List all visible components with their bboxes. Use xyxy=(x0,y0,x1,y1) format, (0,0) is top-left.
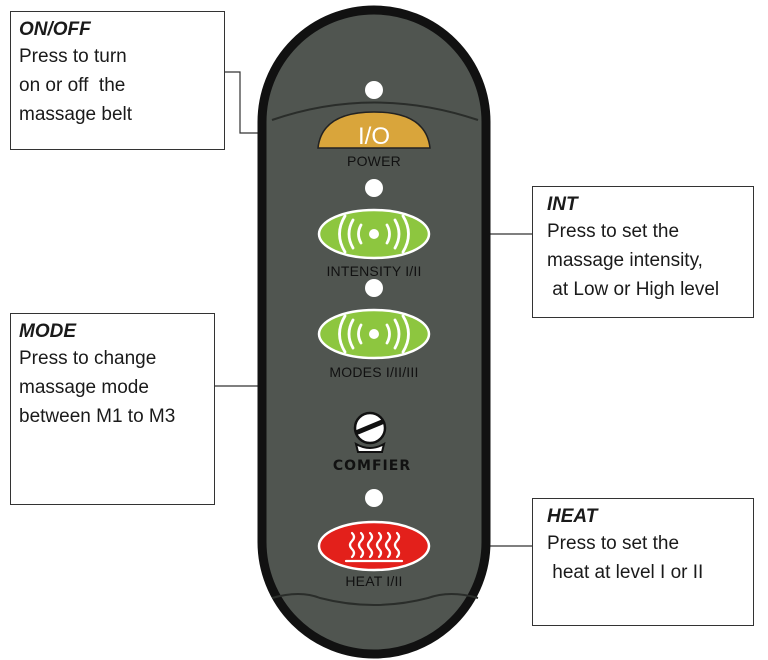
callout-title: ON/OFF xyxy=(19,19,91,40)
heat-indicator-dot xyxy=(365,489,383,507)
intensity-label: INTENSITY I/II xyxy=(326,263,422,279)
intensity-button[interactable] xyxy=(317,208,431,260)
callout-heat: HEAT Press to set the heat at level I or… xyxy=(532,498,754,626)
power-button[interactable]: I/O xyxy=(317,111,431,150)
callout-line: on or off the xyxy=(19,75,126,96)
power-symbol: I/O xyxy=(358,123,390,150)
vibration-icon xyxy=(338,214,410,254)
callout-line: Press to set the xyxy=(547,533,680,554)
callout-line: massage belt xyxy=(19,104,133,125)
callout-line: at Low or High level xyxy=(547,279,720,300)
heat-label: HEAT I/II xyxy=(345,573,403,589)
callout-int: INT Press to set the massage intensity, … xyxy=(532,186,754,318)
power-indicator-dot xyxy=(365,81,383,99)
callout-mode: MODE Press to change massage mode betwee… xyxy=(10,313,215,505)
callout-title: MODE xyxy=(19,321,76,342)
callout-onoff: ON/OFF Press to turn on or off the massa… xyxy=(10,11,225,150)
vibration-icon xyxy=(338,314,410,354)
callout-line: massage mode xyxy=(19,377,149,398)
callout-line: Press to turn xyxy=(19,46,127,67)
callout-line: Press to change xyxy=(19,348,157,369)
callout-line: between M1 to M3 xyxy=(19,406,176,427)
intensity-indicator-dot xyxy=(365,179,383,197)
callout-title: HEAT xyxy=(547,506,598,527)
modes-indicator-dot xyxy=(365,279,383,297)
brand-logo-text: COMFIER xyxy=(332,458,412,474)
heat-button[interactable] xyxy=(317,520,431,572)
modes-label: MODES I/II/III xyxy=(329,364,419,380)
callout-line: heat at level I or II xyxy=(547,562,704,583)
callout-title: INT xyxy=(547,194,578,215)
top-contour xyxy=(271,101,479,121)
heat-waves-icon xyxy=(344,531,404,563)
brand-mascot-icon xyxy=(353,411,387,453)
modes-button[interactable] xyxy=(317,308,431,360)
callout-line: massage intensity, xyxy=(547,250,703,271)
callout-line: Press to set the xyxy=(547,221,680,242)
power-label: POWER xyxy=(347,153,401,169)
bottom-contour xyxy=(271,593,479,606)
